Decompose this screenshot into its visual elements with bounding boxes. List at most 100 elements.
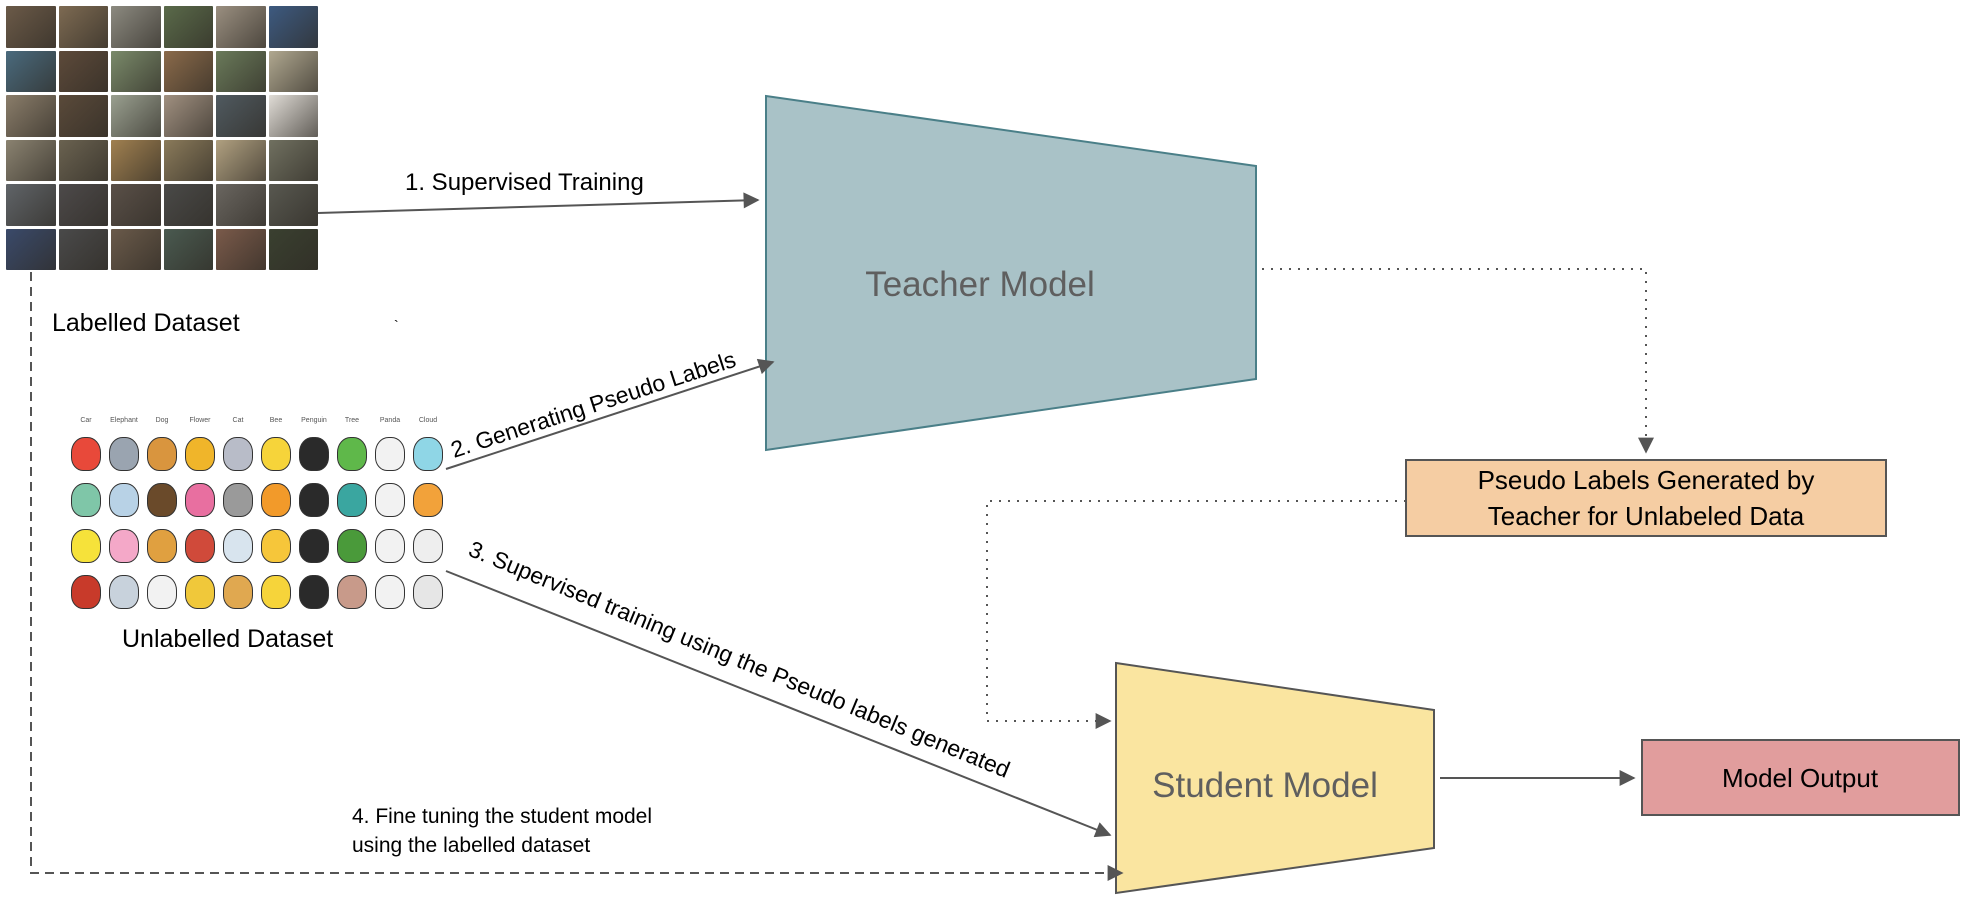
arrow-fine-tuning <box>30 272 1124 881</box>
cartoon-figure <box>147 575 177 609</box>
cartoon-figure <box>375 529 405 563</box>
labelled-image-tile <box>6 184 56 226</box>
unlabelled-column-header: Car <box>80 417 92 424</box>
labelled-image-tile <box>163 184 213 226</box>
cartoon-figure <box>109 529 139 563</box>
cartoon-figure <box>299 529 329 563</box>
labelled-image-tile <box>268 228 318 270</box>
cartoon-figure <box>109 575 139 609</box>
unlabelled-image-tile <box>106 524 142 568</box>
cartoon-figure <box>261 529 291 563</box>
cartoon-figure <box>147 437 177 471</box>
unlabelled-column-header: Elephant <box>110 417 138 424</box>
unlabelled-image-tile <box>372 524 408 568</box>
unlabelled-image-tile <box>144 432 180 476</box>
cartoon-figure <box>337 575 367 609</box>
cartoon-figure <box>223 483 253 517</box>
unlabelled-image-tile <box>144 524 180 568</box>
labelled-image-tile <box>111 6 161 48</box>
cartoon-figure <box>261 437 291 471</box>
unlabelled-image-tile <box>334 570 370 614</box>
step4-label-line2: using the labelled dataset <box>352 834 590 857</box>
unlabelled-image-tile <box>68 570 104 614</box>
unlabelled-image-tile <box>106 432 142 476</box>
teacher-model-label: Teacher Model <box>865 265 1095 304</box>
unlabelled-column-header: Bee <box>269 417 283 424</box>
unlabelled-image-tile <box>68 478 104 522</box>
cartoon-figure <box>375 483 405 517</box>
labelled-image-tile <box>58 6 108 48</box>
labelled-image-tile <box>268 50 318 92</box>
cartoon-figure <box>299 483 329 517</box>
step3-label: 3. Supervised training using the Pseudo … <box>465 536 1014 783</box>
labelled-image-tile <box>6 50 56 92</box>
arrow-supervised-training <box>317 192 760 214</box>
labelled-image-tile <box>111 139 161 181</box>
labelled-image-tile <box>163 95 213 137</box>
labelled-image-tile <box>216 50 266 92</box>
unlabelled-image-tile <box>372 570 408 614</box>
labelled-image-tile <box>216 184 266 226</box>
unlabelled-column-header: Flower <box>189 417 211 424</box>
unlabelled-image-tile <box>410 570 446 614</box>
unlabelled-image-tile <box>182 570 218 614</box>
pseudo-labels-line2: Teacher for Unlabeled Data <box>1488 501 1805 531</box>
cartoon-figure <box>413 575 443 609</box>
unlabelled-image-tile <box>258 524 294 568</box>
labelled-image-tile <box>58 95 108 137</box>
unlabelled-column-header: Panda <box>379 417 401 424</box>
unlabelled-image-tile <box>220 524 256 568</box>
cartoon-figure <box>223 575 253 609</box>
unlabelled-image-tile <box>220 570 256 614</box>
unlabelled-image-tile <box>334 478 370 522</box>
unlabelled-image-tile <box>182 432 218 476</box>
unlabelled-image-tile <box>372 432 408 476</box>
cartoon-figure <box>337 529 367 563</box>
student-model-shape <box>1115 661 1435 895</box>
labelled-image-tile <box>268 95 318 137</box>
cartoon-figure <box>109 483 139 517</box>
pseudo-labels-line1: Pseudo Labels Generated by <box>1478 465 1815 495</box>
labelled-image-tile <box>163 228 213 270</box>
unlabelled-image-tile <box>410 524 446 568</box>
arrow-generating-pseudo-labels <box>445 358 775 470</box>
unlabelled-image-tile <box>410 478 446 522</box>
step2-label: 2. Generating Pseudo Labels <box>448 346 739 463</box>
labelled-image-tile <box>6 6 56 48</box>
labelled-image-tile <box>111 184 161 226</box>
cartoon-figure <box>299 437 329 471</box>
cartoon-figure <box>147 529 177 563</box>
labelled-image-tile <box>268 184 318 226</box>
step4-label-line1: 4. Fine tuning the student model <box>352 805 652 828</box>
unlabelled-image-tile <box>258 478 294 522</box>
labelled-image-tile <box>216 139 266 181</box>
pseudo-labels-box <box>1405 459 1887 537</box>
cartoon-figure <box>337 437 367 471</box>
cartoon-figure <box>185 437 215 471</box>
dotted-arrow-teacher-to-pseudo <box>1262 268 1654 454</box>
labelled-image-tile <box>163 139 213 181</box>
labelled-image-tile <box>163 6 213 48</box>
labelled-image-tile <box>58 139 108 181</box>
labelled-image-tile <box>268 139 318 181</box>
labelled-image-tile <box>111 95 161 137</box>
cartoon-figure <box>71 483 101 517</box>
unlabelled-image-tile <box>258 432 294 476</box>
cartoon-figure <box>71 437 101 471</box>
unlabelled-image-tile <box>144 478 180 522</box>
unlabelled-dataset-caption: Unlabelled Dataset <box>122 625 333 653</box>
labelled-image-tile <box>6 139 56 181</box>
cartoon-figure <box>185 575 215 609</box>
teacher-model-shape <box>765 94 1257 452</box>
unlabelled-image-tile <box>182 524 218 568</box>
cartoon-figure <box>261 483 291 517</box>
labelled-image-tile <box>216 228 266 270</box>
cartoon-figure <box>223 437 253 471</box>
labelled-image-tile <box>6 228 56 270</box>
cartoon-figure <box>337 483 367 517</box>
labelled-image-tile <box>216 95 266 137</box>
cartoon-figure <box>185 529 215 563</box>
unlabelled-image-tile <box>182 478 218 522</box>
